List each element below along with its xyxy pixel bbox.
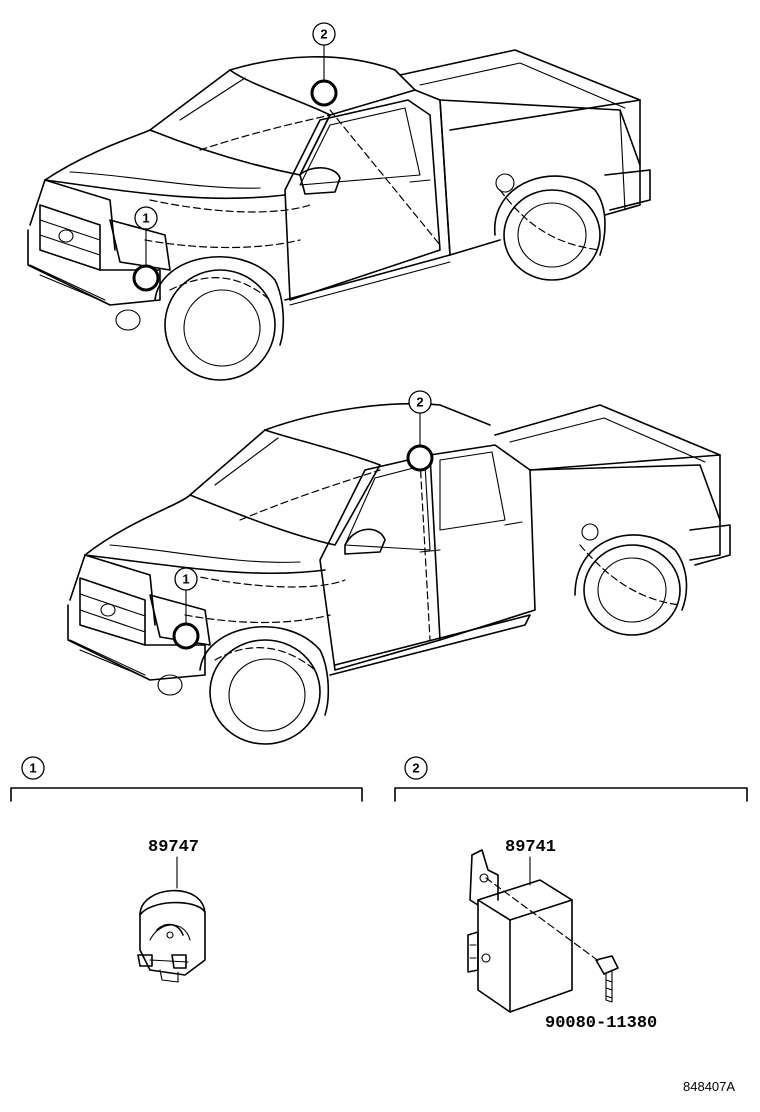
- part-number-90080-11380: 90080-11380: [545, 1014, 657, 1033]
- illustration-id: 848407A: [683, 1079, 735, 1094]
- callout-1-truck2: 1: [174, 567, 198, 591]
- truck-regular-cab: [27, 44, 651, 381]
- callout-1-label: 1: [182, 572, 189, 587]
- callout-2-label: 2: [320, 27, 327, 42]
- truck-double-cab: [67, 402, 731, 745]
- section-2-label: 2: [412, 761, 419, 776]
- horn-sensor-part: [137, 889, 206, 983]
- section-1-header: 1: [10, 756, 363, 802]
- callout-1-truck1: 1: [134, 206, 158, 230]
- section-1-label: 1: [29, 761, 36, 776]
- part-number-89747: 89747: [148, 838, 199, 857]
- part-number-89741: 89741: [505, 838, 556, 857]
- callout-2-label: 2: [416, 395, 423, 410]
- callout-2-truck1: 2: [312, 22, 336, 46]
- callout-2-truck2: 2: [408, 390, 432, 414]
- callout-1-label: 1: [142, 211, 149, 226]
- section-2-header: 2: [394, 756, 748, 802]
- control-module-part: [467, 849, 619, 1013]
